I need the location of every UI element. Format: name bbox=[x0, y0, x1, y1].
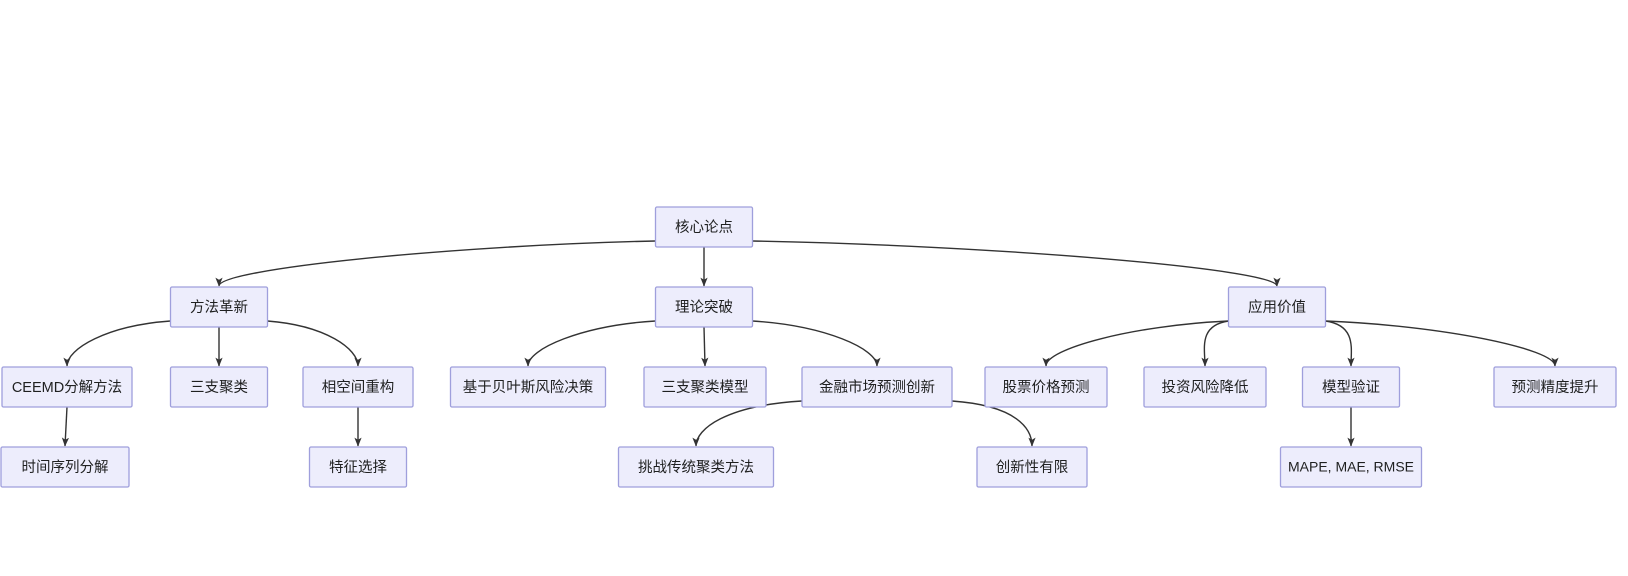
node-l2f[interactable]: 金融市场预测创新 bbox=[801, 366, 953, 408]
node-label-l3d: 创新性有限 bbox=[996, 459, 1069, 476]
node-label-l2b: 三支聚类 bbox=[190, 379, 248, 396]
node-l2b[interactable]: 三支聚类 bbox=[169, 366, 269, 408]
node-l2a[interactable]: CEEMD分解方法 bbox=[1, 366, 133, 408]
edge-root-to-l1a bbox=[215, 240, 656, 287]
node-l3e[interactable]: MAPE, MAE, RMSE bbox=[1279, 446, 1423, 488]
node-label-l1c: 应用价值 bbox=[1248, 298, 1306, 316]
edge-l1a-to-l2c bbox=[267, 320, 362, 367]
node-l2c[interactable]: 相空间重构 bbox=[302, 366, 414, 408]
node-box-root[interactable] bbox=[654, 206, 754, 248]
node-label-root: 核心论点 bbox=[675, 219, 733, 236]
edge-l2f-to-l3c bbox=[692, 400, 803, 447]
node-label-l2f: 金融市场预测创新 bbox=[819, 379, 935, 396]
node-box-l2d[interactable] bbox=[449, 366, 607, 408]
node-box-l1a[interactable] bbox=[169, 286, 269, 328]
node-l1a[interactable]: 方法革新 bbox=[169, 286, 269, 328]
edge-l2f-to-l3d bbox=[951, 400, 1036, 447]
node-l3d[interactable]: 创新性有限 bbox=[976, 446, 1088, 488]
edge-l1c-to-l2i bbox=[1325, 320, 1355, 367]
node-label-l2a: CEEMD分解方法 bbox=[12, 379, 122, 396]
node-l3a[interactable]: 时间序列分解 bbox=[0, 446, 130, 488]
edge-l1b-to-l2d bbox=[524, 320, 656, 367]
node-box-l2a[interactable] bbox=[1, 366, 133, 408]
node-box-l3d[interactable] bbox=[976, 446, 1088, 488]
edges-layer bbox=[61, 240, 1559, 447]
node-root[interactable]: 核心论点 bbox=[654, 206, 754, 248]
edge-l1b-to-l2e bbox=[701, 326, 709, 367]
node-label-l2d: 基于贝叶斯风险决策 bbox=[463, 379, 594, 396]
node-label-l2c: 相空间重构 bbox=[322, 379, 395, 396]
node-l3c[interactable]: 挑战传统聚类方法 bbox=[617, 446, 775, 488]
node-box-l2h[interactable] bbox=[1143, 366, 1267, 408]
node-label-l2i: 模型验证 bbox=[1322, 379, 1380, 396]
node-box-l2e[interactable] bbox=[643, 366, 767, 408]
node-label-l3e: MAPE, MAE, RMSE bbox=[1288, 459, 1414, 475]
node-l2g[interactable]: 股票价格预测 bbox=[984, 366, 1108, 408]
node-l1c[interactable]: 应用价值 bbox=[1227, 286, 1327, 328]
node-box-l2g[interactable] bbox=[984, 366, 1108, 408]
node-label-l3b: 特征选择 bbox=[329, 459, 387, 476]
edge-l1a-to-l2a bbox=[63, 320, 171, 367]
node-box-l3c[interactable] bbox=[617, 446, 775, 488]
node-l2d[interactable]: 基于贝叶斯风险决策 bbox=[449, 366, 607, 408]
node-label-l1a: 方法革新 bbox=[190, 299, 248, 316]
node-l2e[interactable]: 三支聚类模型 bbox=[643, 366, 767, 408]
node-box-l2i[interactable] bbox=[1301, 366, 1401, 408]
node-box-l2j[interactable] bbox=[1493, 366, 1617, 408]
node-box-l1c[interactable] bbox=[1227, 286, 1327, 328]
node-l2i[interactable]: 模型验证 bbox=[1301, 366, 1401, 408]
node-box-l2b[interactable] bbox=[169, 366, 269, 408]
node-label-l2e: 三支聚类模型 bbox=[662, 379, 749, 396]
node-box-l2c[interactable] bbox=[302, 366, 414, 408]
node-l1b[interactable]: 理论突破 bbox=[654, 286, 754, 328]
edge-l1c-to-l2h bbox=[1201, 320, 1229, 367]
node-label-l3a: 时间序列分解 bbox=[22, 459, 109, 476]
node-box-l3e[interactable] bbox=[1279, 446, 1423, 488]
node-box-l3b[interactable] bbox=[308, 446, 408, 488]
node-label-l2h: 投资风险降低 bbox=[1162, 379, 1249, 396]
node-box-l3a[interactable] bbox=[0, 446, 130, 488]
node-l2j[interactable]: 预测精度提升 bbox=[1493, 366, 1617, 408]
node-label-l1b: 理论突破 bbox=[675, 299, 733, 316]
node-l3b[interactable]: 特征选择 bbox=[308, 446, 408, 488]
node-label-l2g: 股票价格预测 bbox=[1003, 379, 1090, 396]
edge-root-to-l1c bbox=[752, 240, 1281, 287]
node-box-l1b[interactable] bbox=[654, 286, 754, 328]
edge-l1b-to-l2f bbox=[752, 320, 881, 367]
node-label-l2j: 预测精度提升 bbox=[1512, 379, 1599, 396]
node-box-l2f[interactable] bbox=[801, 366, 953, 408]
edge-l2a-to-l3a bbox=[61, 406, 70, 447]
node-label-l3c: 挑战传统聚类方法 bbox=[638, 459, 754, 476]
edge-l1c-to-l2g bbox=[1042, 320, 1229, 367]
edge-l1c-to-l2j bbox=[1325, 320, 1559, 367]
node-l2h[interactable]: 投资风险降低 bbox=[1143, 366, 1267, 408]
